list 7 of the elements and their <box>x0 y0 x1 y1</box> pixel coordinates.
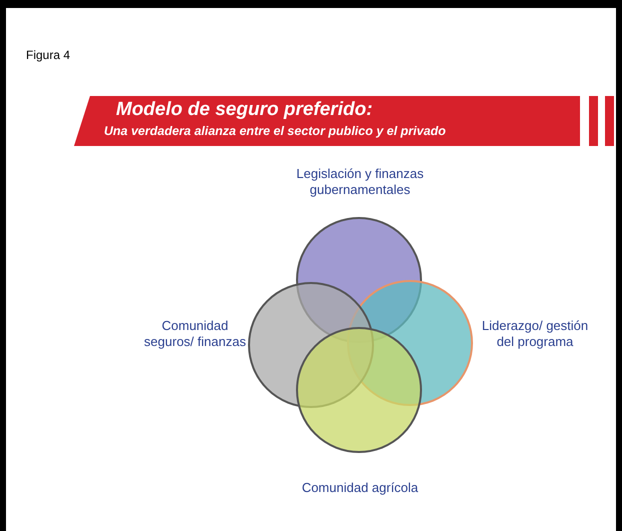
banner-subtitle: Una verdadera alianza entre el sector publico y el privado <box>104 123 446 139</box>
circle-label: Comunidad agrícola <box>300 480 420 496</box>
figure-label: Figura 4 <box>26 47 70 64</box>
circle-label: Liderazgo/ gestión del programa <box>480 318 590 350</box>
circle-label: Comunidad seguros/ finanzas <box>143 318 247 350</box>
circle-label: Legislación y finanzas gubernamentales <box>295 166 425 198</box>
banner-title: Modelo de seguro preferido: <box>116 98 373 122</box>
